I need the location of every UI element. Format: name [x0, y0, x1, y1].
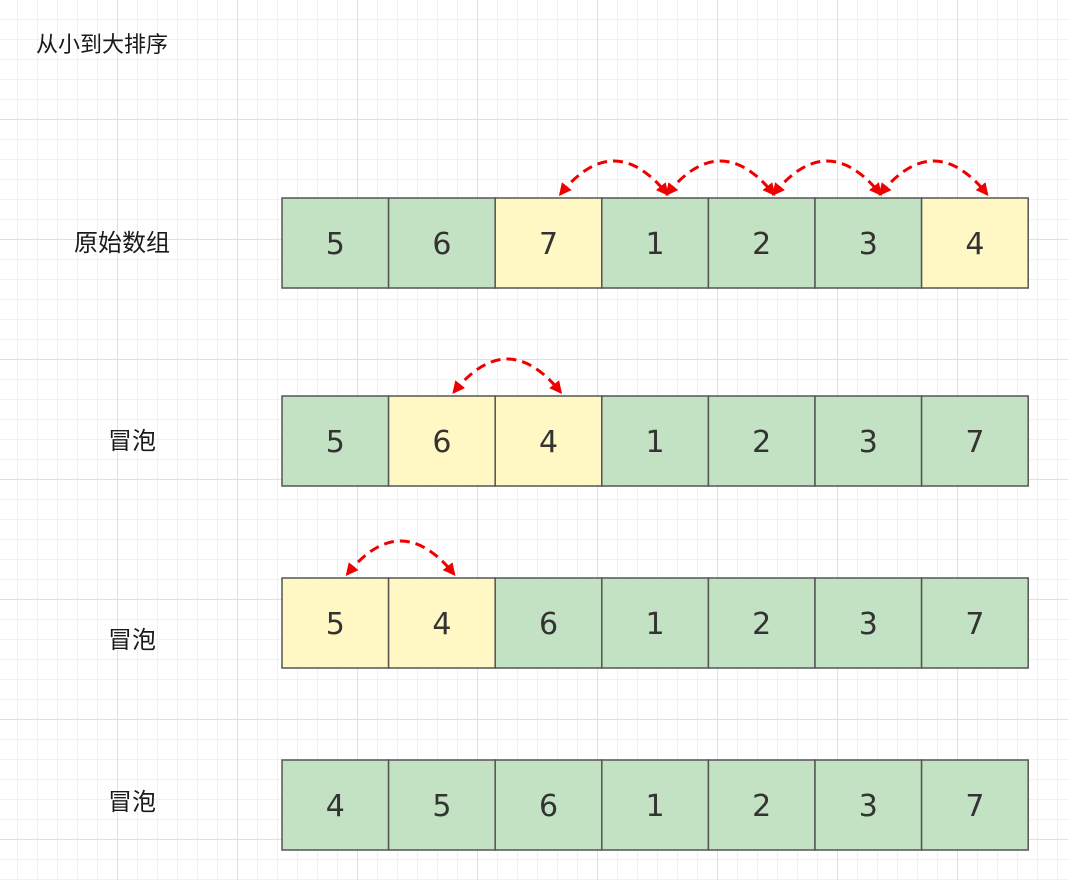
cell-value: 1	[646, 789, 665, 824]
cell-value: 3	[859, 789, 878, 824]
array-cell	[920, 577, 1029, 669]
swap-arrow	[878, 159, 989, 196]
cell-value: 5	[326, 425, 345, 460]
array-cell-highlighted	[920, 197, 1029, 289]
array-cell-highlighted	[387, 577, 496, 669]
rows-layer: 原始数组 5 6 7 1 2 3 4 冒泡 5 6 4 1 2 3 7 冒泡 5 4 6 1 2 3 7 冒泡 4 5 6 1 2 3 7	[74, 159, 1029, 851]
array-cell	[707, 197, 816, 289]
cell-value: 6	[539, 607, 558, 642]
cell-value: 7	[539, 227, 558, 262]
cell-value: 3	[859, 227, 878, 262]
cell-value: 2	[752, 425, 771, 460]
cell-value: 4	[326, 789, 345, 824]
array-row: 冒泡 5 4 6 1 2 3 7	[108, 539, 1029, 669]
cell-value: 7	[965, 425, 984, 460]
swap-arrow	[345, 539, 456, 576]
cell-value: 5	[326, 607, 345, 642]
array-cell	[707, 577, 816, 669]
array-row: 冒泡 4 5 6 1 2 3 7	[108, 759, 1029, 851]
cell-value: 5	[326, 227, 345, 262]
array-cell	[281, 759, 390, 851]
array-cell	[281, 197, 390, 289]
array-cell	[814, 759, 923, 851]
cell-value: 1	[646, 425, 665, 460]
swap-arrow	[452, 357, 563, 394]
array-cell	[920, 395, 1029, 487]
array-cell	[387, 197, 496, 289]
cell-value: 2	[752, 227, 771, 262]
cell-value: 3	[859, 607, 878, 642]
swap-arrow	[772, 159, 882, 196]
row-label: 冒泡	[108, 626, 156, 654]
row-label: 冒泡	[108, 788, 156, 816]
array-cell	[814, 577, 923, 669]
array-cell	[281, 395, 390, 487]
cell-value: 2	[752, 789, 771, 824]
array-cell	[601, 759, 710, 851]
array-cell-highlighted	[494, 395, 603, 487]
cell-value: 4	[432, 607, 451, 642]
cell-value: 6	[539, 789, 558, 824]
cell-value: 4	[965, 227, 984, 262]
cell-value: 1	[646, 227, 665, 262]
cell-value: 5	[432, 789, 451, 824]
cell-value: 3	[859, 425, 878, 460]
array-cell	[920, 759, 1029, 851]
array-row: 冒泡 5 6 4 1 2 3 7	[108, 357, 1029, 487]
array-cell	[387, 759, 496, 851]
cell-value: 7	[965, 607, 984, 642]
array-row: 原始数组 5 6 7 1 2 3 4	[74, 159, 1029, 289]
array-cell	[601, 577, 710, 669]
diagram-title: 从小到大排序	[36, 33, 168, 58]
array-cell	[814, 395, 923, 487]
row-label: 冒泡	[108, 427, 156, 455]
array-cell	[601, 197, 710, 289]
cell-value: 7	[965, 789, 984, 824]
array-cell-highlighted	[387, 395, 496, 487]
cell-value: 1	[646, 607, 665, 642]
array-cell	[494, 577, 603, 669]
array-cell	[707, 395, 816, 487]
array-cell-highlighted	[494, 197, 603, 289]
array-cell	[814, 197, 923, 289]
cell-value: 6	[432, 227, 451, 262]
swap-arrow	[665, 159, 776, 196]
swap-arrow	[558, 159, 669, 196]
cell-value: 4	[539, 425, 558, 460]
row-label: 原始数组	[74, 229, 170, 257]
cell-value: 6	[432, 425, 451, 460]
cell-value: 2	[752, 607, 771, 642]
